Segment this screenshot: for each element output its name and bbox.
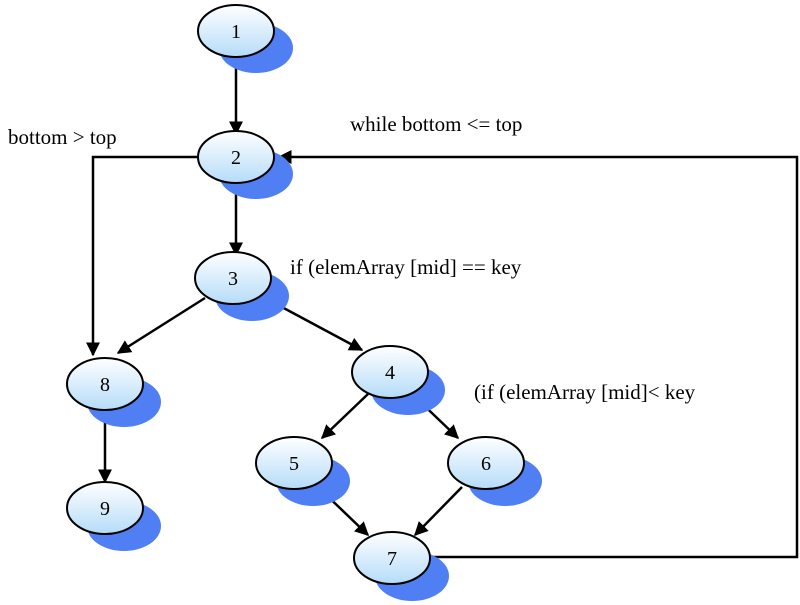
edge-4-5 <box>320 393 369 439</box>
node-8: 8 <box>66 357 161 427</box>
node-2: 2 <box>197 130 293 199</box>
node-4: 4 <box>351 345 445 415</box>
node-1: 1 <box>197 4 293 73</box>
node-label: 6 <box>481 453 491 475</box>
node-label: 8 <box>100 374 110 396</box>
node-label: 7 <box>387 548 397 570</box>
node-body <box>66 357 144 411</box>
node-body <box>351 345 429 399</box>
node-body <box>447 436 525 490</box>
node-label: 1 <box>231 21 241 43</box>
node-5: 5 <box>255 436 350 506</box>
node-label: 9 <box>100 498 110 520</box>
edge-2-8 <box>86 155 198 357</box>
node-label: 2 <box>231 147 241 169</box>
edge-7-2 <box>277 150 799 559</box>
edge-6-7 <box>414 486 463 537</box>
node-6: 6 <box>447 436 542 506</box>
node-3: 3 <box>194 251 289 321</box>
node-label: 4 <box>385 362 395 384</box>
node-label: 3 <box>228 268 238 290</box>
edge-3-8 <box>116 296 206 355</box>
node-body <box>197 130 275 184</box>
annotations: bottom > top while bottom <= top if (ele… <box>8 112 696 404</box>
node-body <box>353 531 431 585</box>
node-label: 5 <box>289 453 299 475</box>
annotation-bottom-gt-top: bottom > top <box>8 125 117 149</box>
nodes: 1 2 3 4 5 6 7 <box>66 4 542 601</box>
node-body <box>66 481 144 535</box>
annotation-while-loop: while bottom <= top <box>350 112 522 136</box>
node-9: 9 <box>66 481 161 551</box>
node-7: 7 <box>353 531 449 601</box>
node-body <box>255 436 333 490</box>
annotation-if-less: (if (elemArray [mid]< key <box>474 380 696 404</box>
node-body <box>197 4 275 58</box>
annotation-if-equal: if (elemArray [mid] == key <box>290 255 522 279</box>
node-body <box>194 251 272 305</box>
